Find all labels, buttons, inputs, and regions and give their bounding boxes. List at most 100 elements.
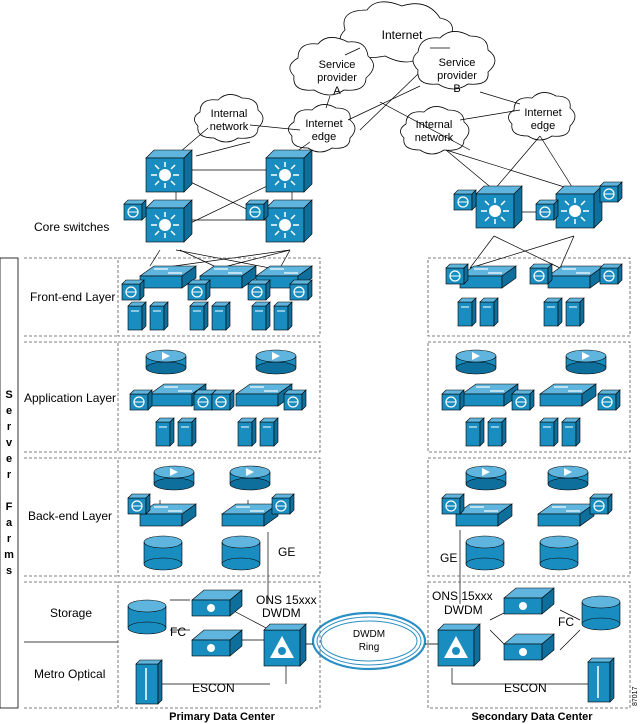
app-switch [461, 383, 519, 407]
svg-text:Internet: Internet [524, 107, 561, 119]
app-switch [235, 383, 293, 407]
router [565, 349, 607, 375]
svg-text:m: m [4, 549, 14, 561]
label-ons-right: ONS 15xxx [432, 589, 493, 603]
backend-switch [455, 503, 513, 527]
front-end-switch [459, 265, 517, 289]
label-front-end-layer: Front-end Layer [30, 290, 115, 304]
core-switch [475, 185, 523, 229]
service-module [453, 189, 477, 211]
storage-disk [221, 535, 261, 571]
label-escon-left: ESCON [192, 681, 235, 695]
service-module [599, 263, 623, 285]
server [251, 301, 271, 331]
service-module [123, 199, 147, 221]
ons-dwdm-box [437, 623, 481, 667]
server [539, 417, 559, 447]
front-end-switch [547, 265, 605, 289]
service-module [599, 181, 623, 203]
server [155, 417, 175, 447]
service-module [441, 389, 465, 411]
svg-text:edge: edge [312, 131, 336, 143]
ons-dwdm-box [263, 623, 307, 667]
server [479, 297, 499, 327]
router [153, 465, 195, 491]
service-provider-a-cloud: Service provider A [289, 37, 374, 97]
svg-text:F: F [6, 501, 13, 513]
core-switch [145, 149, 193, 193]
label-fc-left: FC [170, 625, 186, 639]
label-dwdm-left: DWDM [262, 606, 301, 620]
service-module [283, 389, 307, 411]
svg-text:edge: edge [531, 120, 555, 132]
server [543, 297, 563, 327]
fc-switch [191, 629, 243, 657]
service-module [271, 493, 295, 515]
label-fc-right: FC [558, 615, 574, 629]
server [457, 297, 477, 327]
label-ge-left: GE [278, 545, 295, 559]
svg-text:s: s [6, 565, 12, 577]
svg-text:Internet: Internet [382, 28, 423, 42]
svg-text:r: r [7, 469, 12, 481]
service-module [535, 199, 559, 221]
svg-text:Internet: Internet [305, 118, 342, 130]
svg-text:provider: provider [437, 70, 477, 82]
svg-text:Ring: Ring [359, 642, 380, 653]
svg-text:Service: Service [319, 59, 356, 71]
server [465, 417, 485, 447]
service-module [597, 389, 621, 411]
core-switch [145, 199, 193, 243]
router [229, 465, 271, 491]
service-module [127, 493, 151, 515]
router [547, 465, 589, 491]
service-module [529, 263, 553, 285]
internet-edge-cloud-left: Internet edge [288, 104, 356, 153]
core-switch [265, 149, 313, 193]
internal-network-cloud-left: Internal network [194, 94, 264, 143]
storage-disk [143, 535, 183, 571]
router [255, 349, 297, 375]
server [149, 301, 169, 331]
service-module [129, 389, 153, 411]
figure-id: 87017 [632, 686, 639, 706]
label-ons-left: ONS 15xxx [256, 593, 317, 607]
core-switch [555, 185, 603, 229]
svg-text:network: network [210, 121, 249, 133]
label-core-switches: Core switches [34, 220, 109, 234]
server [561, 417, 581, 447]
label-back-end-layer: Back-end Layer [28, 509, 112, 523]
server [487, 417, 507, 447]
label-dwdm-right: DWDM [444, 603, 483, 617]
fc-switch [503, 633, 555, 661]
service-module [245, 199, 269, 221]
svg-text:a: a [6, 517, 13, 529]
svg-text:e: e [6, 405, 12, 417]
backend-switch [537, 503, 595, 527]
backend-switch [221, 503, 279, 527]
svg-text:Internal: Internal [211, 108, 248, 120]
label-storage: Storage [50, 606, 92, 620]
router [455, 349, 497, 375]
service-module [211, 389, 235, 411]
app-switch [539, 383, 597, 407]
server [177, 417, 197, 447]
storage-disk [127, 599, 167, 635]
server [273, 301, 293, 331]
svg-text:A: A [333, 85, 341, 97]
dwdm-ring: DWDM Ring [311, 611, 427, 671]
svg-text:DWDM: DWDM [353, 629, 385, 640]
caption-primary: Primary Data Center [169, 711, 275, 723]
service-module [289, 279, 313, 301]
internal-network-cloud-right: Internal network [400, 106, 470, 155]
svg-text:e: e [6, 453, 12, 465]
svg-text:Internal: Internal [416, 119, 453, 131]
connection-lines [149, 47, 590, 685]
server [237, 417, 257, 447]
front-end-switch [139, 265, 197, 289]
service-module [121, 279, 145, 301]
fc-switch [191, 589, 243, 617]
label-ge-right: GE [440, 551, 457, 565]
caption-secondary: Secondary Data Center [471, 711, 593, 723]
